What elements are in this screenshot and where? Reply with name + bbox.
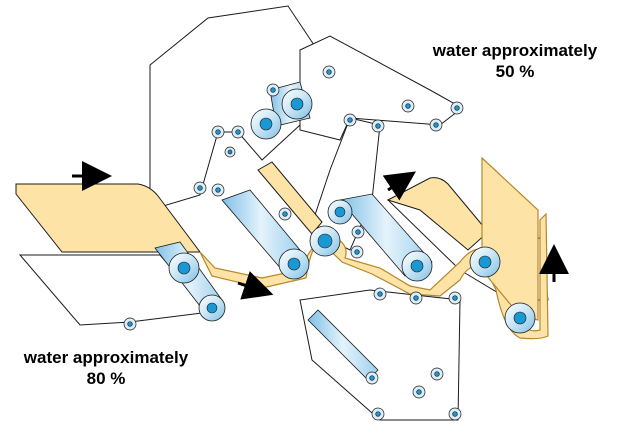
water-label-top-right-line2: 50 % xyxy=(495,62,535,81)
felt-top-left xyxy=(149,5,333,211)
press-roll-4 xyxy=(309,225,341,257)
press-roll-6 xyxy=(469,246,501,278)
press-roll-3 xyxy=(221,189,310,280)
paper-web-diagonal xyxy=(257,161,323,235)
felt-bottom xyxy=(299,289,461,421)
water-label-bottom-left-line2: 80 % xyxy=(86,369,126,388)
press-roll-top-2 xyxy=(250,108,282,140)
felt-lower-left xyxy=(18,254,211,326)
press-roll-mid xyxy=(327,199,353,225)
press-roll-2 xyxy=(198,294,226,322)
paper-web-incoming xyxy=(15,183,201,253)
water-label-top-right-line1: water approximately xyxy=(432,41,598,60)
water-label-top-right: water approximately 50 % xyxy=(412,40,618,82)
arrow-icon xyxy=(382,171,416,201)
press-roll-diag-bottom xyxy=(307,309,379,381)
guide-rolls xyxy=(123,65,464,421)
press-roll-7 xyxy=(504,302,536,334)
water-label-bottom-left: water approximately 80 % xyxy=(0,347,212,389)
water-label-bottom-left-line1: water approximately xyxy=(23,348,189,367)
press-roll-top-1 xyxy=(269,81,313,127)
arrow-icon xyxy=(237,271,274,300)
paper-web-vertical xyxy=(481,156,539,321)
press-roll-5 xyxy=(339,193,433,282)
